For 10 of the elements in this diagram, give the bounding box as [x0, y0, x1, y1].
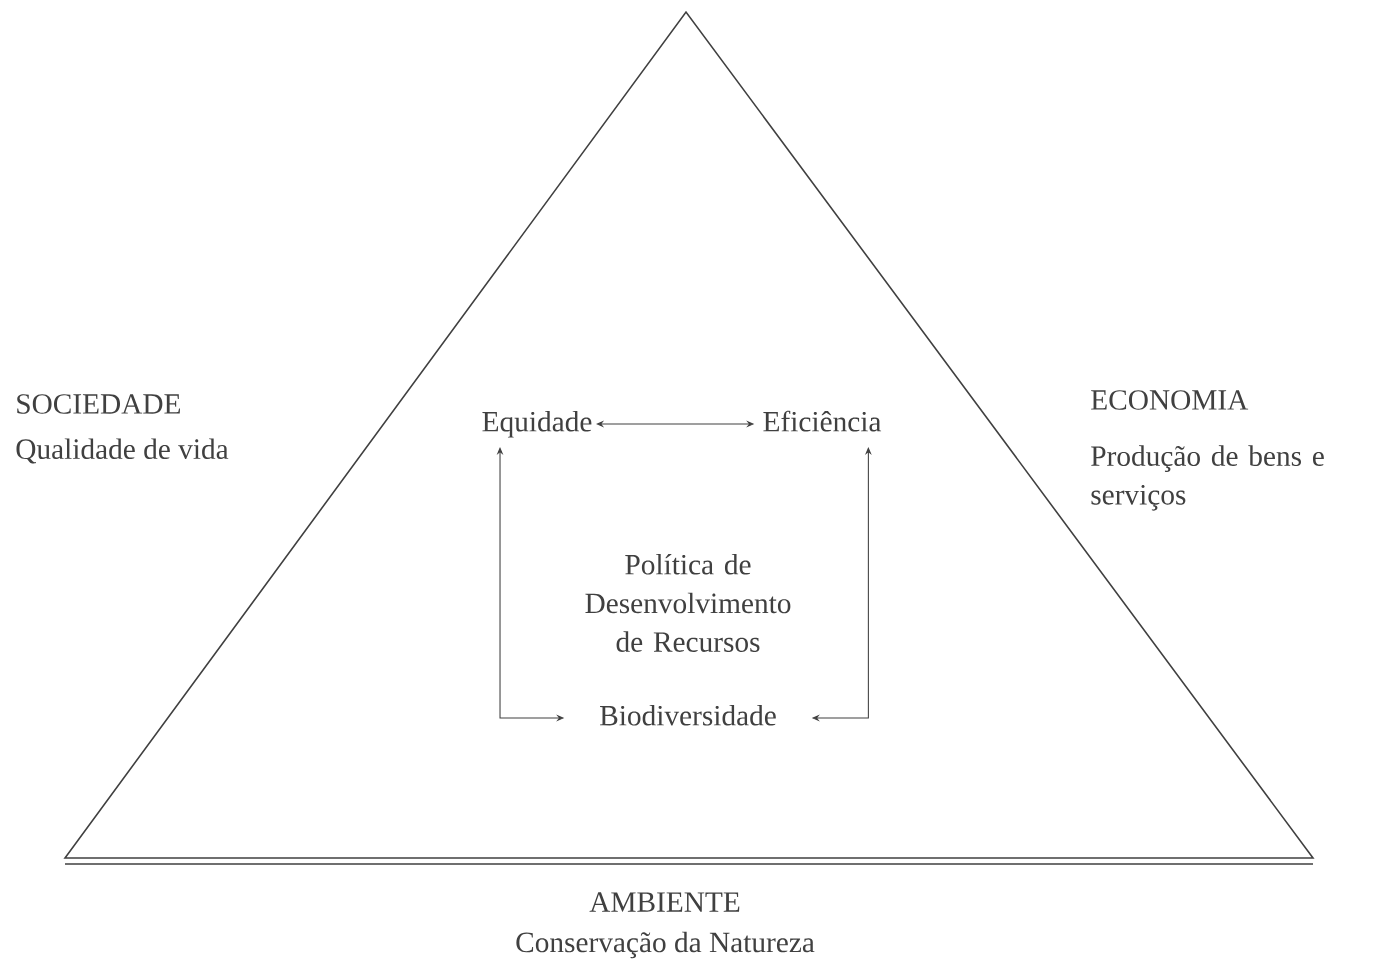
heading-text: ECONOMIA — [1091, 390, 1249, 410]
heading-text: SOCIEDADE — [17, 394, 180, 414]
policy-text: Política de Desenvolvimento de Recursos — [585, 553, 791, 652]
concept-text: Equidade — [482, 411, 592, 438]
description-text: Produção de bens e serviços — [1091, 445, 1324, 511]
heading-text: AMBIENTE — [589, 892, 740, 912]
concept-text: Biodiversidade — [600, 705, 776, 726]
description-text: Qualidade de vida — [16, 438, 229, 464]
concept-text: Eficiência — [763, 410, 882, 432]
description-text: Conservação da Natureza — [516, 931, 815, 959]
